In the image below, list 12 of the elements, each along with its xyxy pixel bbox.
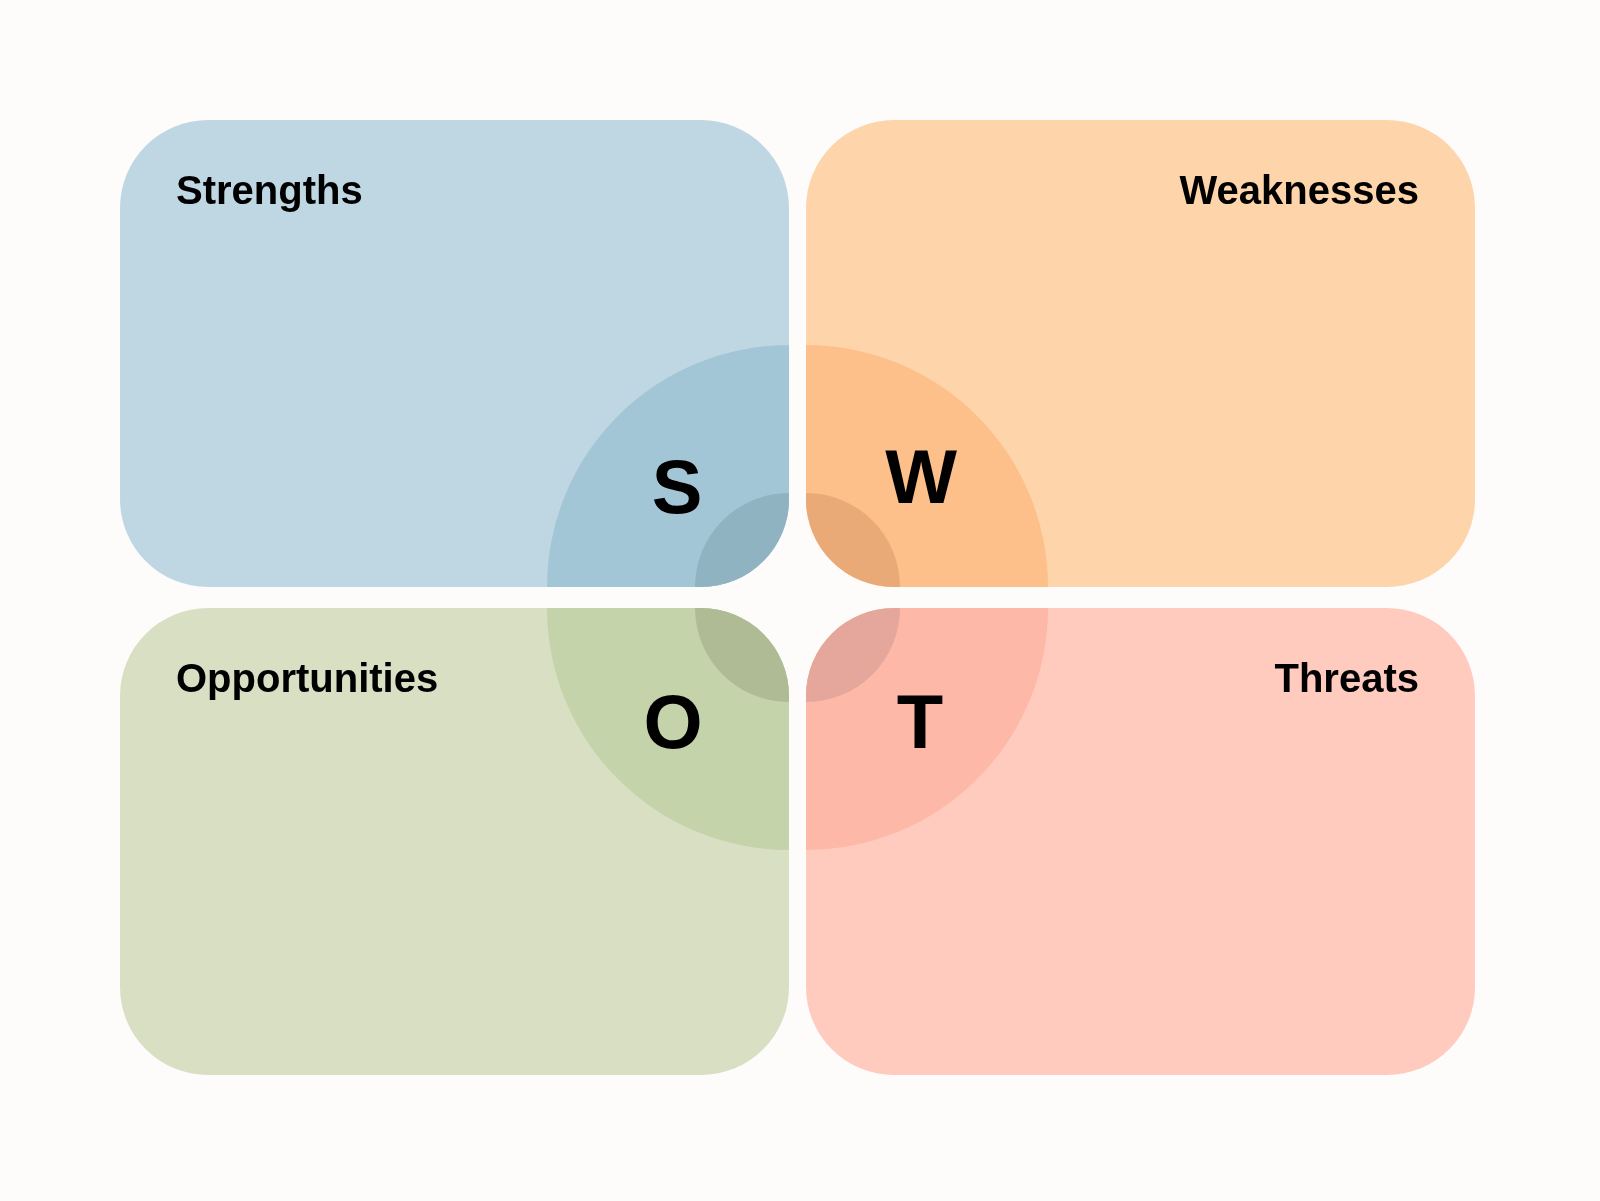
threats-panel	[806, 608, 1475, 1075]
quadrant-heading: Weaknesses	[1179, 168, 1419, 212]
quadrant-letter: O	[642, 684, 704, 760]
quadrant-heading: Strengths	[176, 168, 363, 212]
quadrant-letter: S	[650, 449, 704, 525]
quadrant-heading: Threats	[1274, 656, 1419, 700]
weaknesses-panel	[806, 120, 1475, 587]
strengths-panel	[120, 120, 789, 587]
quadrant-letter: W	[884, 439, 958, 515]
quadrant-heading: Opportunities	[176, 656, 439, 700]
opportunities-panel	[120, 608, 789, 1075]
quadrant-letter: T	[895, 684, 945, 760]
